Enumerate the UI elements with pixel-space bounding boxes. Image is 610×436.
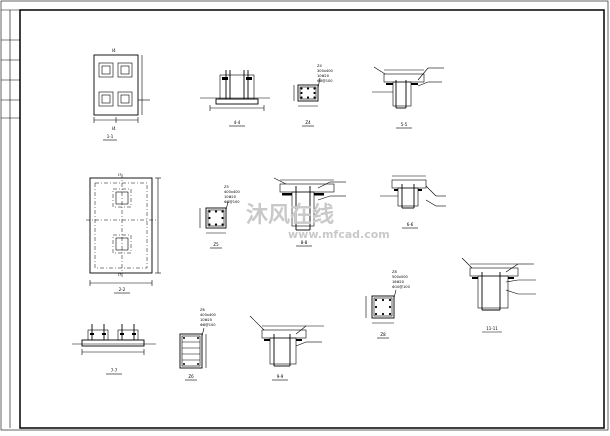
column-label-z4: Z4 [305, 120, 311, 125]
section-label-8-8: 8-8 [301, 240, 308, 245]
svg-text:10Φ20: 10Φ20 [200, 318, 213, 322]
svg-text:I7: I7 [118, 273, 121, 277]
section-6-6 [380, 175, 446, 209]
column-section-z6 [179, 327, 207, 369]
section-4-4 [200, 70, 270, 111]
callout-z8: Z8 500x500 16Φ20 Φ10@100 [392, 270, 411, 289]
svg-text:300x400: 300x400 [317, 69, 334, 73]
section-8-8 [273, 177, 346, 231]
inner-frame [19, 9, 605, 429]
svg-text:10Φ20: 10Φ20 [224, 195, 237, 199]
svg-text:I7: I7 [118, 173, 121, 177]
column-section-z5 [199, 201, 229, 234]
section-label-7-7: 7-7 [111, 368, 118, 373]
svg-text:Φ8@100: Φ8@100 [200, 323, 216, 327]
callout-z6: Z6 400x400 10Φ20 Φ8@100 [200, 308, 217, 327]
svg-text:Z4: Z4 [317, 64, 322, 68]
svg-text:www.mfcad.com: www.mfcad.com [288, 228, 390, 241]
section-label-6-6: 6-6 [407, 222, 414, 227]
column-section-z8 [365, 289, 397, 324]
section-7-7 [72, 324, 156, 355]
column-label-z6: Z6 [188, 374, 194, 379]
section-label-5-5: 5-5 [401, 122, 408, 127]
section-5-5 [372, 66, 444, 109]
svg-text:Z5: Z5 [224, 185, 229, 189]
callout-z4: Z4 300x400 10Φ20 Φ8@100 [317, 64, 334, 83]
section-label-9-9: 9-9 [277, 374, 284, 379]
svg-text:沐风在线: 沐风在线 [246, 202, 334, 228]
column-label-z5: Z5 [213, 242, 219, 247]
section-9-9 [249, 315, 324, 367]
section-label-4-4: 4-4 [234, 120, 241, 125]
svg-text:400x400: 400x400 [200, 313, 217, 317]
pedestal-plan-2: I7 I7 [86, 173, 161, 286]
watermark: 沐风在线 www.mfcad.com [246, 202, 390, 241]
left-title-strip [1, 9, 20, 428]
section-11-11 [461, 257, 536, 311]
svg-text:400x400: 400x400 [224, 190, 241, 194]
section-label-1-1: 1-1 [107, 134, 114, 139]
section-label-2-2: 2-2 [119, 287, 126, 292]
svg-text:Φ8@100: Φ8@100 [317, 79, 333, 83]
column-section-z4 [293, 77, 321, 107]
svg-text:Φ10@100: Φ10@100 [392, 285, 411, 289]
svg-text:Z6: Z6 [200, 308, 205, 312]
callout-z5: Z5 400x400 10Φ20 Φ8@100 [224, 185, 241, 204]
svg-text:16Φ20: 16Φ20 [392, 280, 405, 284]
svg-text:Φ8@100: Φ8@100 [224, 200, 240, 204]
svg-text:Z8: Z8 [392, 270, 397, 274]
svg-text:10Φ20: 10Φ20 [317, 74, 330, 78]
column-label-z8: Z8 [380, 332, 386, 337]
svg-text:500x500: 500x500 [392, 275, 409, 279]
svg-text:I4: I4 [112, 126, 116, 131]
section-label-11-11: 11-11 [486, 326, 498, 331]
svg-text:I4: I4 [112, 48, 116, 53]
pedestal-plan-1: I4 I4 [93, 48, 150, 131]
